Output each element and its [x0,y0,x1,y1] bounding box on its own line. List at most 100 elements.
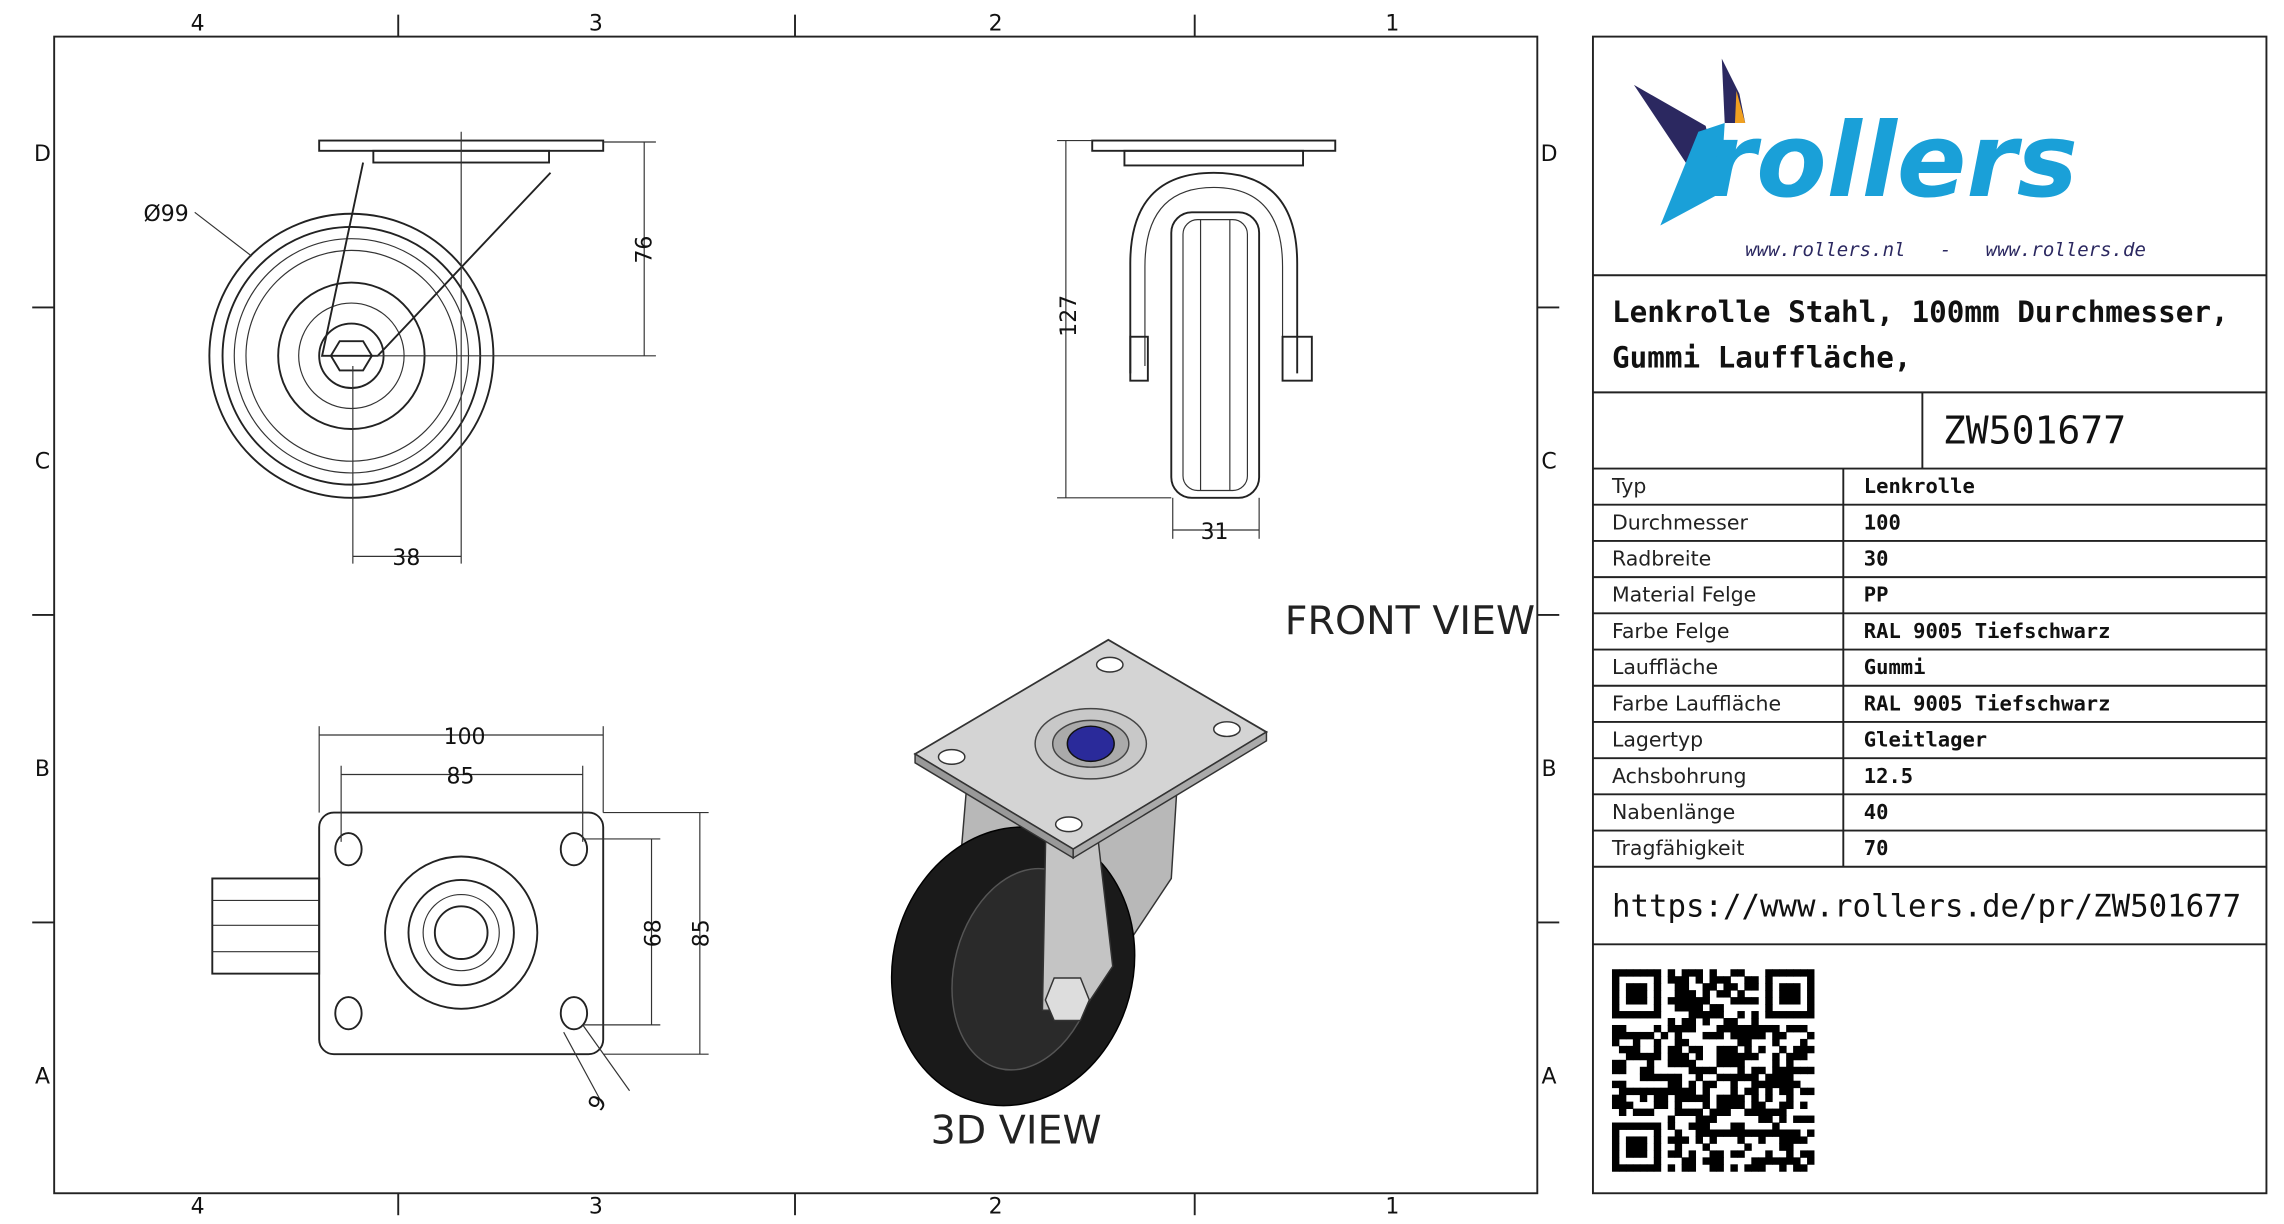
qr-module [1793,969,1801,977]
dim-plate-width: 100 [444,725,486,750]
product-url[interactable]: https://www.rollers.de/pr/ZW501677 [1612,889,2241,925]
qr-module [1639,983,1648,991]
qr-module [1653,976,1662,984]
spec-value: Lenkrolle [1864,474,1975,498]
qr-module [1807,990,1815,998]
qr-module [1688,1157,1697,1165]
qr-module [1625,969,1634,977]
qr-module [1681,1094,1690,1103]
qr-module [1702,1018,1710,1026]
qr-module [1779,1011,1787,1019]
qr-module [1772,1157,1780,1165]
qr-module [1744,1129,1752,1137]
qr-module [1779,1136,1787,1144]
qr-module [1688,1094,1697,1103]
qr-module [1632,1108,1641,1116]
qr-module [1730,1087,1738,1096]
qr-module [1702,1143,1710,1151]
qr-module [1779,983,1787,991]
qr-module [1807,976,1815,984]
qr-module [1695,1066,1703,1075]
qr-module [1758,1045,1766,1054]
qr-module [1744,983,1752,991]
qr-module [1737,997,1745,1005]
qr-module [1639,1136,1648,1144]
qr-module [1751,1094,1759,1103]
qr-module [1772,1011,1780,1019]
qr-module [1793,1052,1801,1061]
qr-module [1646,1164,1655,1172]
qr-module [1611,1101,1620,1110]
description-line-2: Gummi Lauffläche, [1612,340,1912,374]
qr-module [1737,1073,1745,1082]
qr-module [1744,1108,1752,1116]
3d-view-label: 3D VIEW [931,1107,1102,1153]
qr-module [1807,1115,1815,1123]
qr-module [1716,1108,1724,1116]
qr-module [1632,1011,1641,1019]
spec-value: RAL 9005 Tiefschwarz [1864,619,2111,643]
qr-module [1639,1122,1648,1130]
qr-module [1625,1011,1634,1019]
qr-module [1653,1122,1662,1130]
qr-module [1751,1031,1759,1040]
qr-module [1744,1031,1752,1040]
qr-module [1807,1157,1815,1165]
qr-module [1751,1129,1759,1137]
qr-module [1800,1150,1808,1158]
qr-module [1660,1031,1669,1040]
qr-module [1625,983,1634,991]
qr-module [1632,997,1641,1005]
qr-module [1702,1011,1710,1019]
qr-module [1695,1094,1703,1103]
qr-module [1653,1129,1662,1137]
qr-module [1793,990,1801,998]
qr-module [1737,1122,1745,1130]
qr-module [1646,1073,1655,1082]
qr-module [1723,976,1731,984]
qr-module [1730,1094,1738,1103]
dim-wheel-width: 31 [1201,520,1229,545]
qr-code[interactable] [1611,969,1815,1172]
top-view [211,726,709,1106]
front-view [1057,139,1337,539]
qr-module [1737,1059,1745,1068]
qr-module [1730,1024,1738,1033]
qr-module [1681,1024,1690,1033]
qr-module [1702,1031,1710,1040]
qr-module [1716,1052,1724,1061]
qr-module [1779,1066,1787,1075]
side-view [194,131,656,564]
qr-module [1667,1018,1676,1026]
col-label: 1 [1385,12,1399,37]
spec-value: 12.5 [1864,764,1913,788]
qr-module [1667,1136,1676,1144]
qr-module [1751,1087,1759,1096]
qr-module [1765,1024,1773,1033]
spec-value: 70 [1864,836,1889,860]
qr-module [1625,1087,1634,1096]
qr-module [1786,1024,1794,1033]
qr-module [1653,1038,1662,1047]
qr-module [1758,1066,1766,1075]
qr-module [1744,1087,1752,1096]
qr-module [1765,997,1773,1005]
col-label: 3 [589,12,603,37]
qr-module [1730,1073,1738,1082]
qr-module [1723,1024,1731,1033]
qr-module [1667,1073,1676,1082]
qr-module [1730,1045,1738,1054]
qr-module [1800,1136,1808,1144]
qr-module [1674,1094,1683,1103]
qr-module [1632,1031,1641,1040]
qr-module [1667,969,1676,977]
qr-module [1793,1045,1801,1054]
qr-module [1632,1045,1641,1054]
qr-module [1618,1122,1627,1130]
qr-module [1688,1087,1697,1096]
qr-module [1653,1087,1662,1096]
qr-module [1674,1087,1683,1096]
qr-module [1723,1129,1731,1137]
qr-module [1632,983,1641,991]
